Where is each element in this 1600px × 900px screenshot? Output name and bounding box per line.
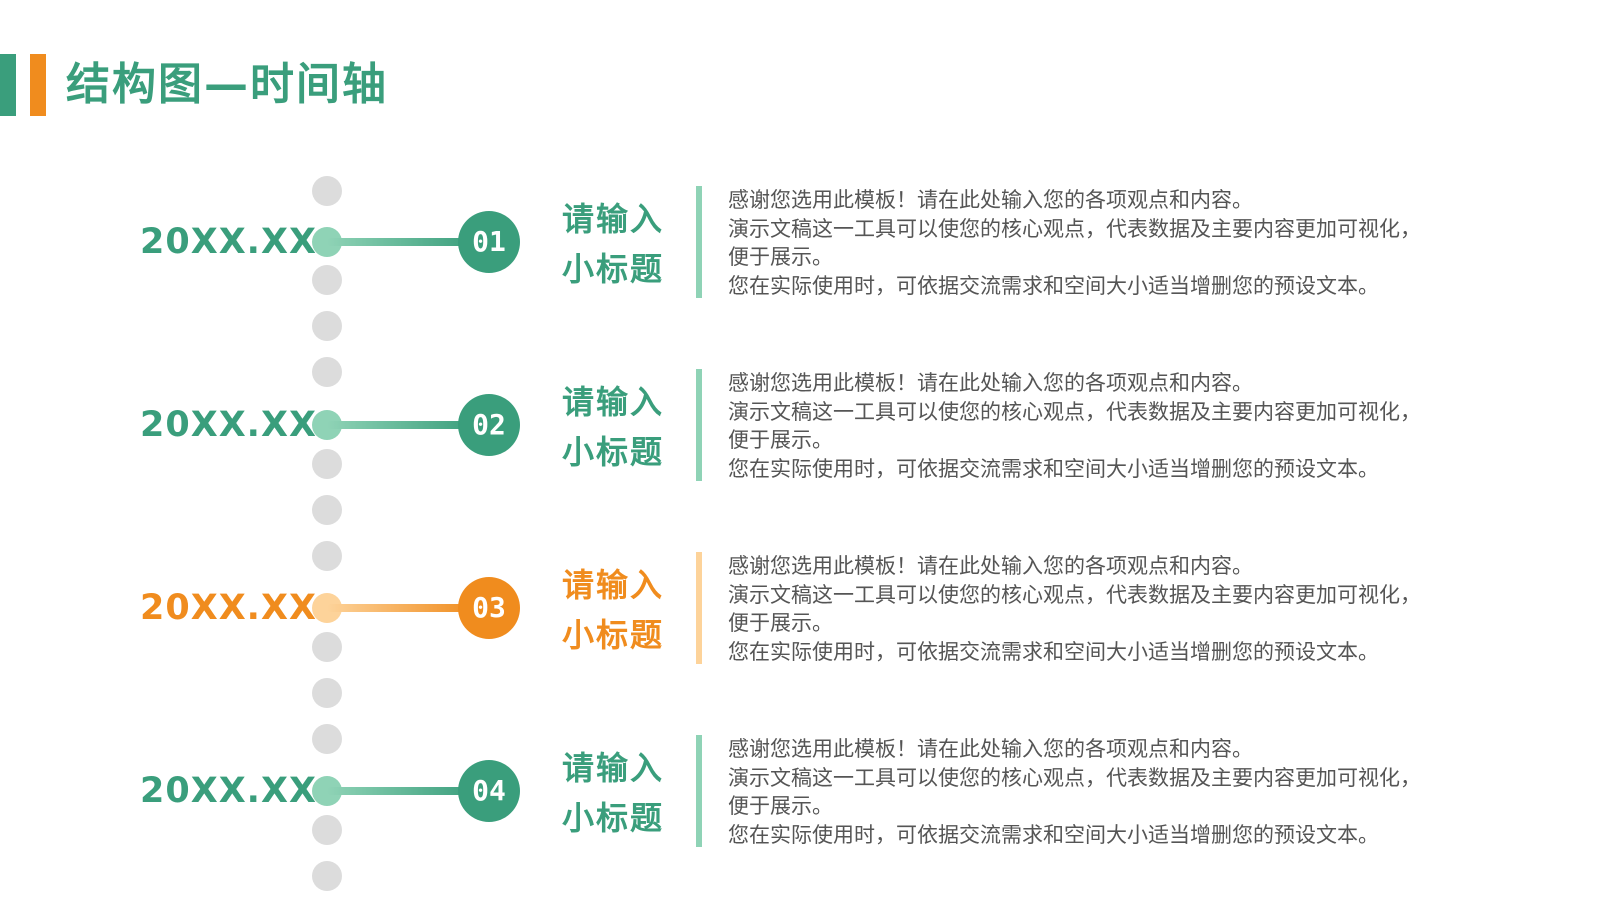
item-description: 感谢您选用此模板！请在此处输入您的各项观点和内容。 演示文稿这一工具可以使您的核… xyxy=(728,369,1488,483)
item-subtitle-line: 请输入 xyxy=(562,749,665,787)
item-subtitle-line: 小标题 xyxy=(562,616,665,654)
item-description-line: 便于展示。 xyxy=(728,611,833,635)
item-divider xyxy=(696,369,702,481)
item-description-line: 您在实际使用时，可依据交流需求和空间大小适当增删您的预设文本。 xyxy=(728,639,1379,664)
title-accent-bar-orange xyxy=(30,54,46,116)
item-description-line: 您在实际使用时，可依据交流需求和空间大小适当增删您的预设文本。 xyxy=(728,456,1379,481)
item-subtitle: 请输入 小标题 xyxy=(562,560,672,660)
timeline-spine-dot xyxy=(312,678,342,708)
timeline-connector xyxy=(312,227,482,257)
item-subtitle-line: 小标题 xyxy=(562,433,665,471)
item-subtitle: 请输入 小标题 xyxy=(562,194,672,294)
timeline-connector-stem xyxy=(327,787,477,795)
timeline-connector xyxy=(312,593,482,623)
item-divider xyxy=(696,735,702,847)
item-description-line: 感谢您选用此模板！请在此处输入您的各项观点和内容。 xyxy=(728,188,1253,212)
timeline-spine-dot xyxy=(312,265,342,295)
item-description-line: 演示文稿这一工具可以使您的核心观点，代表数据及主要内容更加可视化， xyxy=(728,399,1421,424)
timeline-connector xyxy=(312,410,482,440)
item-subtitle-line: 小标题 xyxy=(562,250,665,288)
timeline-connector xyxy=(312,776,482,806)
item-description: 感谢您选用此模板！请在此处输入您的各项观点和内容。 演示文稿这一工具可以使您的核… xyxy=(728,735,1488,849)
item-description-line: 您在实际使用时，可依据交流需求和空间大小适当增删您的预设文本。 xyxy=(728,822,1379,847)
item-description: 感谢您选用此模板！请在此处输入您的各项观点和内容。 演示文稿这一工具可以使您的核… xyxy=(728,552,1488,666)
item-divider xyxy=(696,186,702,298)
timeline-connector-stem xyxy=(327,604,477,612)
step-number-badge: 03 xyxy=(458,577,520,639)
item-description-line: 便于展示。 xyxy=(728,428,833,452)
timeline-connector-stem xyxy=(327,238,477,246)
item-subtitle: 请输入 小标题 xyxy=(562,743,672,843)
step-number-badge: 02 xyxy=(458,394,520,456)
item-description-line: 便于展示。 xyxy=(728,245,833,269)
timeline-spine-dot xyxy=(312,357,342,387)
timeline-date: 20XX.XX xyxy=(140,405,317,445)
timeline-date: 20XX.XX xyxy=(140,588,317,628)
timeline-spine-dot xyxy=(312,541,342,571)
item-subtitle: 请输入 小标题 xyxy=(562,377,672,477)
step-number-badge: 04 xyxy=(458,760,520,822)
timeline-spine-dot xyxy=(312,724,342,754)
item-description-line: 便于展示。 xyxy=(728,794,833,818)
item-description-line: 演示文稿这一工具可以使您的核心观点，代表数据及主要内容更加可视化， xyxy=(728,216,1421,241)
timeline-spine-dot xyxy=(312,861,342,891)
timeline-spine-dot xyxy=(312,815,342,845)
timeline-date: 20XX.XX xyxy=(140,771,317,811)
timeline-spine-dot xyxy=(312,495,342,525)
timeline-date: 20XX.XX xyxy=(140,222,317,262)
timeline-spine-dot xyxy=(312,176,342,206)
timeline-spine-dot xyxy=(312,632,342,662)
timeline-spine-dot xyxy=(312,311,342,341)
item-description-line: 感谢您选用此模板！请在此处输入您的各项观点和内容。 xyxy=(728,554,1253,578)
item-description-line: 演示文稿这一工具可以使您的核心观点，代表数据及主要内容更加可视化， xyxy=(728,582,1421,607)
timeline-connector-stem xyxy=(327,421,477,429)
item-description-line: 演示文稿这一工具可以使您的核心观点，代表数据及主要内容更加可视化， xyxy=(728,765,1421,790)
step-number-badge: 01 xyxy=(458,211,520,273)
timeline-spine-dot xyxy=(312,449,342,479)
page-title: 结构图—时间轴 xyxy=(66,59,388,110)
item-subtitle-line: 请输入 xyxy=(562,566,665,604)
item-description: 感谢您选用此模板！请在此处输入您的各项观点和内容。 演示文稿这一工具可以使您的核… xyxy=(728,186,1488,300)
title-accent-bar-green xyxy=(0,54,16,116)
item-divider xyxy=(696,552,702,664)
item-subtitle-line: 小标题 xyxy=(562,799,665,837)
item-subtitle-line: 请输入 xyxy=(562,200,665,238)
item-description-line: 感谢您选用此模板！请在此处输入您的各项观点和内容。 xyxy=(728,371,1253,395)
item-description-line: 您在实际使用时，可依据交流需求和空间大小适当增删您的预设文本。 xyxy=(728,273,1379,298)
item-subtitle-line: 请输入 xyxy=(562,383,665,421)
item-description-line: 感谢您选用此模板！请在此处输入您的各项观点和内容。 xyxy=(728,737,1253,761)
